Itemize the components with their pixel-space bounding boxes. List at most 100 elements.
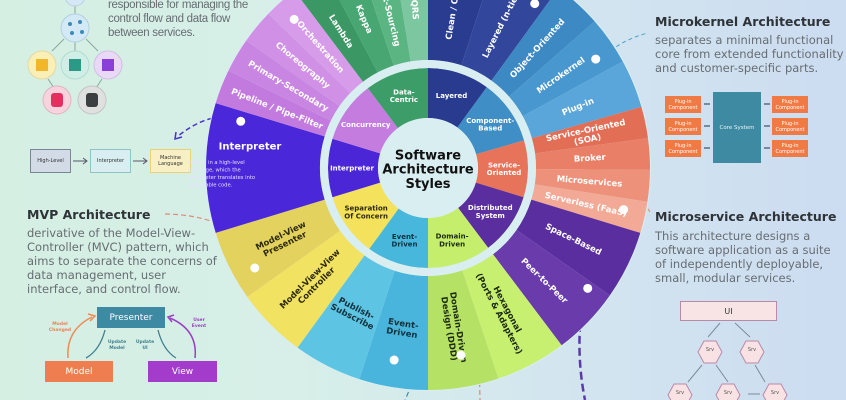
style-segment[interactable] xyxy=(491,0,595,97)
service-node-icon xyxy=(65,0,85,7)
mvp-title: MVP Architecture xyxy=(27,207,151,222)
style-segment[interactable] xyxy=(359,270,428,390)
category-segment[interactable] xyxy=(328,138,381,198)
orchestrator-icon xyxy=(60,13,90,43)
user-event-label: User Event xyxy=(191,318,207,329)
category-label: Layered xyxy=(436,92,468,100)
srv-label: Srv xyxy=(770,390,780,396)
microservice-tree xyxy=(667,322,788,400)
plugin-box: Plug-in Component xyxy=(772,118,808,135)
category-segment[interactable] xyxy=(475,140,528,198)
view-box: View xyxy=(148,361,217,382)
model-changed-label: Model Changed xyxy=(48,322,72,333)
marker-dot xyxy=(530,0,540,9)
orchestration-description: responsible for managing the control flo… xyxy=(108,0,248,39)
plugin-box: Plug-in Component xyxy=(772,96,808,113)
style-segment[interactable] xyxy=(522,61,642,139)
style-label: Event-Driven xyxy=(385,317,419,341)
style-label: Broker xyxy=(574,153,607,165)
category-label: Concurrency xyxy=(341,121,391,129)
plugin-box: Plug-in Component xyxy=(665,140,701,157)
style-segment[interactable] xyxy=(531,106,648,154)
style-segment[interactable] xyxy=(294,0,378,82)
style-segment[interactable] xyxy=(509,21,623,117)
connector-lines xyxy=(704,103,770,149)
style-segment[interactable] xyxy=(428,270,499,390)
style-segment[interactable] xyxy=(392,0,428,62)
category-segment[interactable] xyxy=(332,88,398,154)
style-segment[interactable] xyxy=(215,70,331,137)
marker-dot xyxy=(619,205,629,215)
marker-dot xyxy=(289,14,299,24)
style-segment[interactable] xyxy=(297,255,395,380)
presenter-box: Presenter xyxy=(97,307,165,328)
plugin-box: Plug-in Component xyxy=(665,118,701,135)
category-segment[interactable] xyxy=(457,87,525,155)
srv-label: Srv xyxy=(723,390,733,396)
style-segment[interactable] xyxy=(246,13,351,107)
category-segment[interactable] xyxy=(428,207,489,268)
machine-language-box: Machine Language xyxy=(150,149,191,173)
srv-label: Srv xyxy=(705,347,715,353)
style-segment[interactable] xyxy=(531,184,648,233)
style-segment[interactable] xyxy=(228,40,340,121)
style-segment[interactable] xyxy=(358,0,411,66)
category-segment[interactable] xyxy=(428,68,487,128)
marker-dot xyxy=(236,116,246,126)
style-segment[interactable] xyxy=(215,199,341,297)
category-label: Event-Driven xyxy=(392,233,418,249)
marker-dot xyxy=(456,350,466,360)
marker-dot xyxy=(591,54,601,64)
ui-box: UI xyxy=(680,301,777,321)
style-segment[interactable] xyxy=(325,0,394,73)
core-system-box: Core System xyxy=(713,92,761,163)
srv-label: Srv xyxy=(675,390,685,396)
style-segment[interactable] xyxy=(461,0,558,81)
style-segment[interactable] xyxy=(516,199,641,296)
style-segment[interactable] xyxy=(535,138,650,170)
style-segment[interactable] xyxy=(206,103,325,233)
style-segment[interactable] xyxy=(534,168,650,202)
category-segment[interactable] xyxy=(367,68,428,129)
update-ui-label: Update UI xyxy=(135,340,155,351)
interpreter-box: Interpreter xyxy=(90,149,131,173)
category-label: Component-Based xyxy=(466,117,514,133)
marker-dot xyxy=(583,283,593,293)
service-hexagon xyxy=(762,383,788,400)
category-label: Service-Oriented xyxy=(487,161,522,177)
srv-label: Srv xyxy=(747,347,757,353)
plugin-box: Plug-in Component xyxy=(772,140,808,157)
category-segment[interactable] xyxy=(332,182,399,249)
model-box: Model xyxy=(45,361,113,382)
category-segment[interactable] xyxy=(369,208,428,268)
marker-dot xyxy=(389,355,399,365)
microservice-title: Microservice Architecture xyxy=(655,209,837,224)
style-segment[interactable] xyxy=(492,229,610,346)
mvp-arrows xyxy=(67,313,197,359)
plugin-box: Plug-in Component xyxy=(665,96,701,113)
category-segment[interactable] xyxy=(458,182,524,248)
mvp-description: derivative of the Model-View-Controller … xyxy=(27,226,217,296)
style-segment[interactable] xyxy=(462,254,562,379)
high-level-box: High-Level xyxy=(30,149,71,173)
style-label: CQRS xyxy=(408,0,420,20)
service-hexagon xyxy=(697,340,723,364)
style-label: Interpreter xyxy=(219,142,282,153)
style-segment[interactable] xyxy=(247,230,365,348)
category-label: Data-Centric xyxy=(390,89,418,105)
orchestration-diagram xyxy=(27,0,123,115)
arrow-icons xyxy=(73,157,148,165)
service-hexagon xyxy=(715,383,741,400)
style-segment[interactable] xyxy=(428,0,497,66)
microkernel-title: Microkernel Architecture xyxy=(655,14,831,29)
update-model-label: Update Model xyxy=(107,340,127,351)
marker-dot xyxy=(250,263,260,273)
wheel-center xyxy=(378,118,478,218)
